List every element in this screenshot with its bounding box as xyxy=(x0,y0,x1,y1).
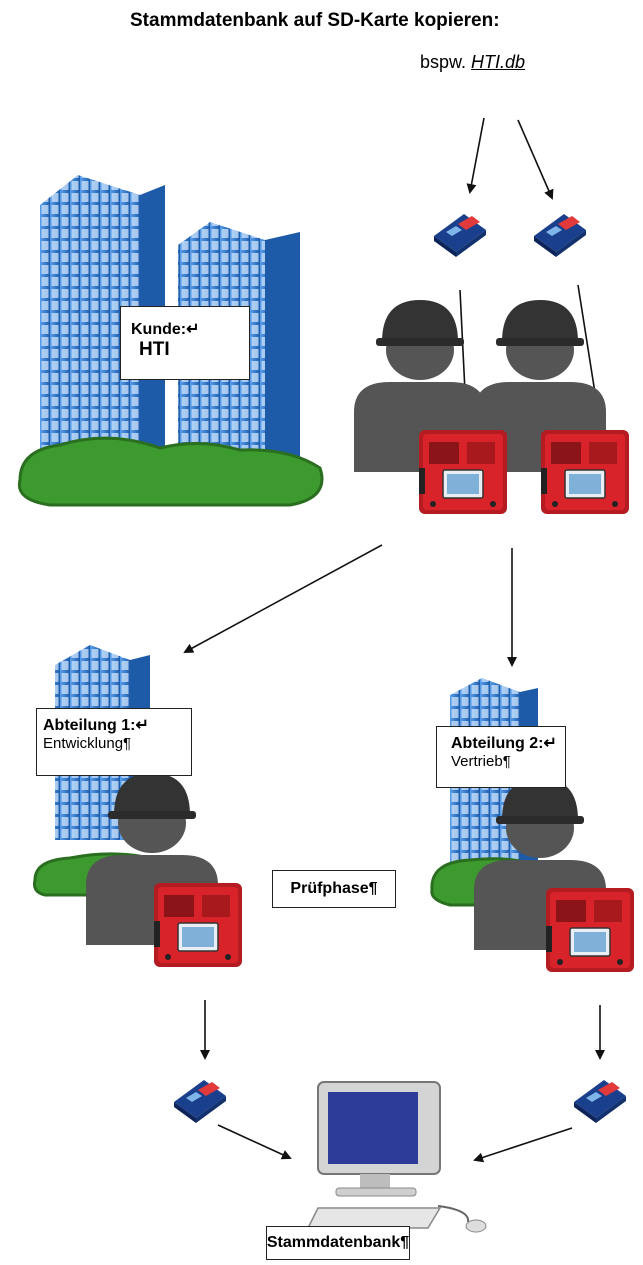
example-file: HTI.db xyxy=(471,52,526,72)
customer-label: Kunde:↵ xyxy=(131,321,200,338)
database-label: Stammdatenbank¶ xyxy=(266,1233,410,1251)
department-2-label: Abteilung 2:↵ xyxy=(451,735,557,752)
sd-card-icon xyxy=(174,1080,226,1123)
computer-icon xyxy=(306,1081,487,1233)
arrows-lower xyxy=(200,1000,605,1163)
example-filename: bspw. HTI.db xyxy=(420,52,525,73)
example-prefix: bspw. xyxy=(420,52,467,72)
sd-card-icon xyxy=(534,214,586,257)
test-device-icon xyxy=(418,429,508,515)
arrows-middle xyxy=(183,544,517,667)
department-2-label-box: Abteilung 2:↵ Vertrieb¶ xyxy=(436,726,566,788)
database-label-box: Stammdatenbank¶ xyxy=(266,1226,410,1260)
department-1-name: Entwicklung¶ xyxy=(43,735,132,753)
customer-buildings xyxy=(17,175,324,507)
sd-card-icon xyxy=(574,1080,626,1123)
department-2-name: Vertrieb¶ xyxy=(451,753,511,771)
page-heading: Stammdatenbank auf SD-Karte kopieren: xyxy=(130,10,500,31)
sd-card-icon xyxy=(434,214,486,257)
department-1-label-box: Abteilung 1:↵ Entwicklung¶ xyxy=(36,708,192,776)
department-1-scene xyxy=(33,645,243,968)
customer-name: HTI xyxy=(139,339,170,361)
phase-label-box: Prüfphase¶ xyxy=(272,870,396,908)
test-device-icon xyxy=(540,429,630,515)
department-1-label: Abteilung 1:↵ xyxy=(43,717,149,734)
customer-label-box: Kunde:↵ HTI xyxy=(120,306,250,380)
department-2-scene xyxy=(430,678,635,973)
phase-label: Prüfphase¶ xyxy=(290,879,378,897)
